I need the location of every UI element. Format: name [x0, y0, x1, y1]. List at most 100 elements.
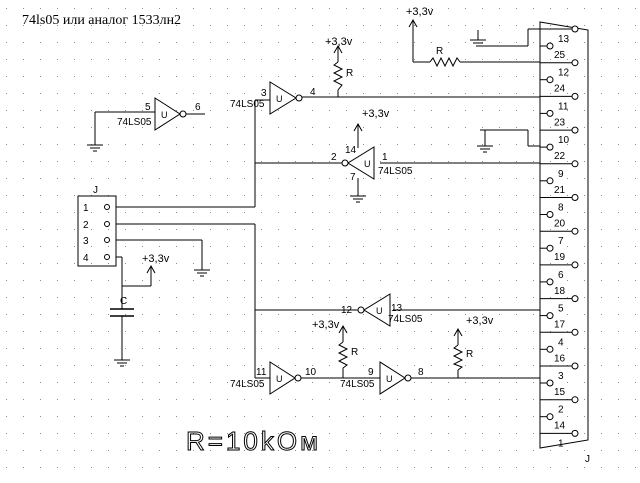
- grid-dot: [278, 331, 279, 332]
- grid-dot: [227, 348, 228, 349]
- grid-dot: [142, 399, 143, 400]
- connector-pin-contact: [547, 346, 553, 352]
- grid-dot: [346, 110, 347, 111]
- grid-dot: [567, 178, 568, 179]
- grid-dot: [363, 416, 364, 417]
- grid-dot: [142, 93, 143, 94]
- grid-dot: [193, 76, 194, 77]
- grid-dot: [584, 161, 585, 162]
- grid-dot: [346, 25, 347, 26]
- grid-dot: [108, 93, 109, 94]
- grid-dot: [329, 144, 330, 145]
- grid-dot: [516, 297, 517, 298]
- grid-dot: [91, 229, 92, 230]
- grid-dot: [516, 467, 517, 468]
- grid-dot: [431, 161, 432, 162]
- grid-dot: [584, 433, 585, 434]
- grid-dot: [91, 365, 92, 366]
- grid-dot: [210, 127, 211, 128]
- vcc-arrows: [147, 20, 462, 339]
- grid-dot: [329, 8, 330, 9]
- grid-dot: [499, 416, 500, 417]
- grid-dot: [91, 212, 92, 213]
- connector-pin-contact: [547, 313, 553, 319]
- grid-dot: [346, 195, 347, 196]
- grid-dot: [193, 280, 194, 281]
- grid-dot: [397, 8, 398, 9]
- grid-dot: [499, 246, 500, 247]
- grid-dot: [635, 365, 636, 366]
- header-pin-contact: [105, 222, 110, 227]
- grid-dot: [346, 59, 347, 60]
- connector-pin-contact: [572, 93, 578, 99]
- grid-dot: [516, 229, 517, 230]
- grid-dot: [465, 433, 466, 434]
- grid-dot: [210, 433, 211, 434]
- grid-dot: [227, 8, 228, 9]
- grid-dot: [74, 161, 75, 162]
- grid-dot: [261, 331, 262, 332]
- connector-label: J: [585, 454, 590, 465]
- grid-dot: [397, 416, 398, 417]
- grid-dot: [227, 59, 228, 60]
- grid-dot: [346, 263, 347, 264]
- grid-dot: [159, 195, 160, 196]
- connector-pin-contact: [572, 26, 578, 32]
- grid-dot: [23, 314, 24, 315]
- grid-dot: [363, 331, 364, 332]
- chip-label: 74LS05: [230, 99, 265, 110]
- grid-dot: [448, 433, 449, 434]
- grid-dot: [91, 8, 92, 9]
- grid-dot: [380, 161, 381, 162]
- grid-dot: [499, 93, 500, 94]
- gate-letter: U: [386, 374, 393, 384]
- grid-dot: [142, 246, 143, 247]
- grid-dot: [516, 450, 517, 451]
- grid-dot: [57, 297, 58, 298]
- vcc-arrow-icon: [339, 326, 347, 336]
- grid-dot: [363, 144, 364, 145]
- grid-dot: [210, 348, 211, 349]
- grid-dot: [40, 348, 41, 349]
- grid-dot: [448, 76, 449, 77]
- grid-dot: [261, 195, 262, 196]
- grid-dot: [618, 76, 619, 77]
- grid-dot: [142, 382, 143, 383]
- grid-dot: [431, 110, 432, 111]
- grid-dot: [329, 450, 330, 451]
- grid-dot: [618, 93, 619, 94]
- grid-dot: [448, 297, 449, 298]
- grid-dot: [176, 93, 177, 94]
- grid-dot: [312, 331, 313, 332]
- grid-dot: [482, 314, 483, 315]
- grid-dot: [380, 59, 381, 60]
- grid-dot: [6, 229, 7, 230]
- grid-dot: [465, 263, 466, 264]
- grid-dot: [91, 59, 92, 60]
- grid-dot: [618, 42, 619, 43]
- grid-dot: [618, 229, 619, 230]
- grid-dot: [516, 416, 517, 417]
- grid-dot: [6, 297, 7, 298]
- grid-dot: [584, 416, 585, 417]
- grid-dot: [635, 450, 636, 451]
- grid-dot: [533, 246, 534, 247]
- grid-dot: [431, 8, 432, 9]
- grid-dot: [244, 42, 245, 43]
- grid-dot: [176, 263, 177, 264]
- grid-dot: [227, 297, 228, 298]
- grid-dot: [227, 161, 228, 162]
- grid-dot: [414, 297, 415, 298]
- grid-dot: [295, 93, 296, 94]
- grid-dot: [125, 59, 126, 60]
- grid-dot: [278, 59, 279, 60]
- grid-dot: [40, 297, 41, 298]
- connector-pin-contact: [547, 380, 553, 386]
- grid-dot: [6, 195, 7, 196]
- grid-dot: [584, 195, 585, 196]
- grid-dot: [567, 93, 568, 94]
- grid-dot: [74, 229, 75, 230]
- grid-dot: [465, 76, 466, 77]
- grid-dot: [227, 144, 228, 145]
- ground-symbol: [114, 360, 130, 366]
